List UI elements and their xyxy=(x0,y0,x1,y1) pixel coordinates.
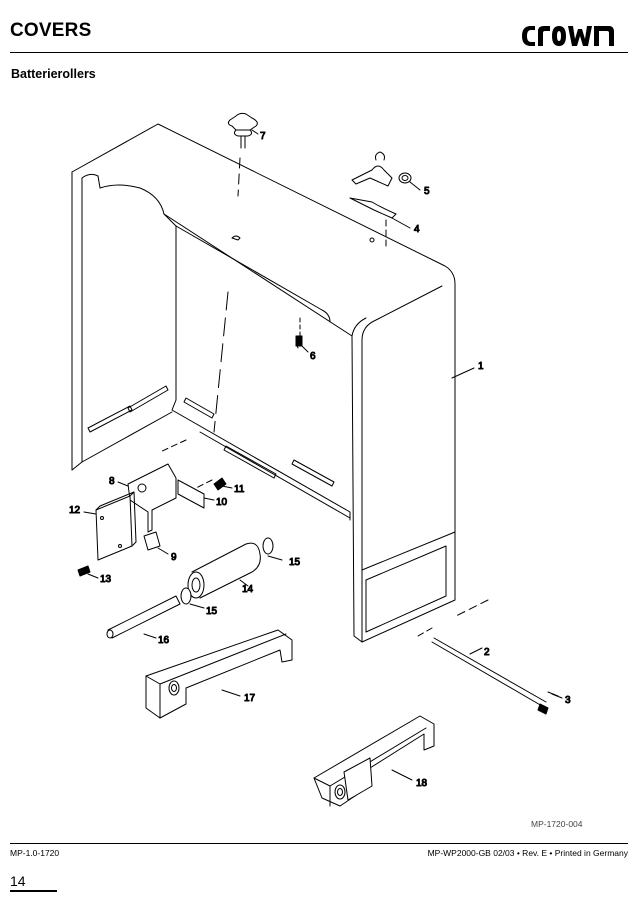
bracket-parts-8-12 xyxy=(77,463,227,577)
callout-14: 14 xyxy=(242,584,254,595)
footer-revision: MP-WP2000-GB 02/03 • Rev. E • Printed in… xyxy=(427,848,628,858)
leader-lines xyxy=(83,129,563,781)
crown-logo xyxy=(522,26,614,46)
callout-13: 13 xyxy=(100,574,112,585)
page-number-rule xyxy=(10,890,57,892)
callout-9: 9 xyxy=(171,552,177,563)
callout-11: 11 xyxy=(234,484,245,495)
callout-16: 16 xyxy=(158,635,170,646)
page-number: 14 xyxy=(10,873,26,889)
callout-1: 1 xyxy=(478,361,484,372)
latch-parts-4-5 xyxy=(349,151,412,249)
callout-6: 6 xyxy=(310,351,316,362)
callout-3: 3 xyxy=(565,695,571,706)
battery-cover-part-1 xyxy=(71,123,456,643)
callout-18: 18 xyxy=(416,778,428,789)
header-rule xyxy=(10,52,628,53)
handle-part-18 xyxy=(313,715,435,807)
callout-7: 7 xyxy=(260,131,266,142)
callout-labels: 1 2 3 4 5 6 7 8 9 10 11 12 13 14 15 15 1… xyxy=(69,131,572,790)
section-title: COVERS xyxy=(10,20,92,41)
figure-code: MP-1720-004 xyxy=(531,819,583,829)
footer-rule xyxy=(10,843,628,844)
callout-17: 17 xyxy=(244,693,256,704)
callout-10: 10 xyxy=(216,497,228,508)
callout-15-lower: 15 xyxy=(206,606,218,617)
callout-2: 2 xyxy=(484,647,490,658)
subtitle: Batterierollers xyxy=(11,67,96,81)
knob-part-7 xyxy=(227,112,258,197)
rod-parts-2-3 xyxy=(431,637,559,715)
callout-4: 4 xyxy=(414,224,420,235)
callout-15-upper: 15 xyxy=(289,557,301,568)
callout-8: 8 xyxy=(109,476,115,487)
callout-12: 12 xyxy=(69,505,81,516)
callout-5: 5 xyxy=(424,186,430,197)
roller-parts-14-16 xyxy=(106,537,274,639)
screw-part-6 xyxy=(295,317,303,347)
handle-part-17 xyxy=(145,629,293,719)
footer-doc-id: MP-1.0-1720 xyxy=(10,848,60,858)
